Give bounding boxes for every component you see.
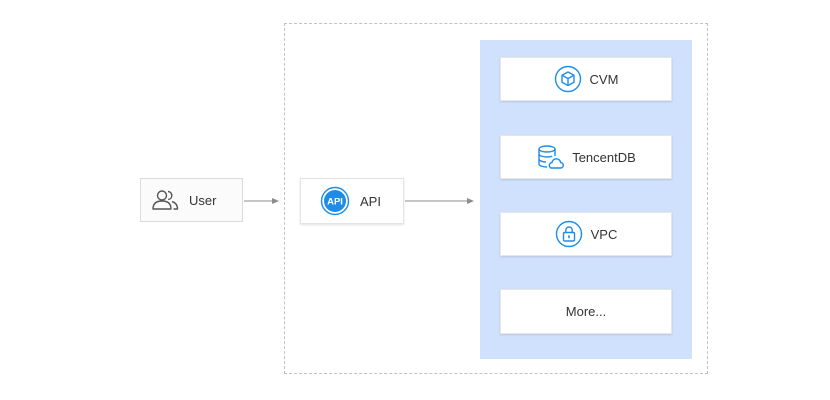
user-to-api-arrow	[244, 198, 279, 204]
api-badge-icon: API	[320, 186, 350, 216]
service-cvm: CVM	[500, 57, 672, 101]
service-vpc: VPC	[500, 212, 672, 256]
user-label: User	[189, 192, 217, 208]
architecture-boundary	[284, 23, 708, 374]
api-label: API	[360, 193, 381, 209]
lock-icon	[555, 220, 583, 248]
api-node: API API	[300, 178, 404, 224]
user-node: User	[140, 178, 243, 222]
user-group-icon	[151, 189, 179, 211]
tencentdb-label: TencentDB	[572, 149, 636, 165]
api-to-services-arrow	[405, 198, 474, 204]
database-cloud-icon	[536, 143, 565, 171]
service-tencentdb: TencentDB	[500, 135, 672, 179]
more-label: More...	[565, 304, 607, 319]
cvm-label: CVM	[589, 71, 619, 87]
vpc-label: VPC	[590, 226, 618, 242]
cube-icon	[554, 65, 582, 93]
service-more: More...	[500, 289, 672, 334]
api-badge-text: API	[327, 197, 343, 208]
